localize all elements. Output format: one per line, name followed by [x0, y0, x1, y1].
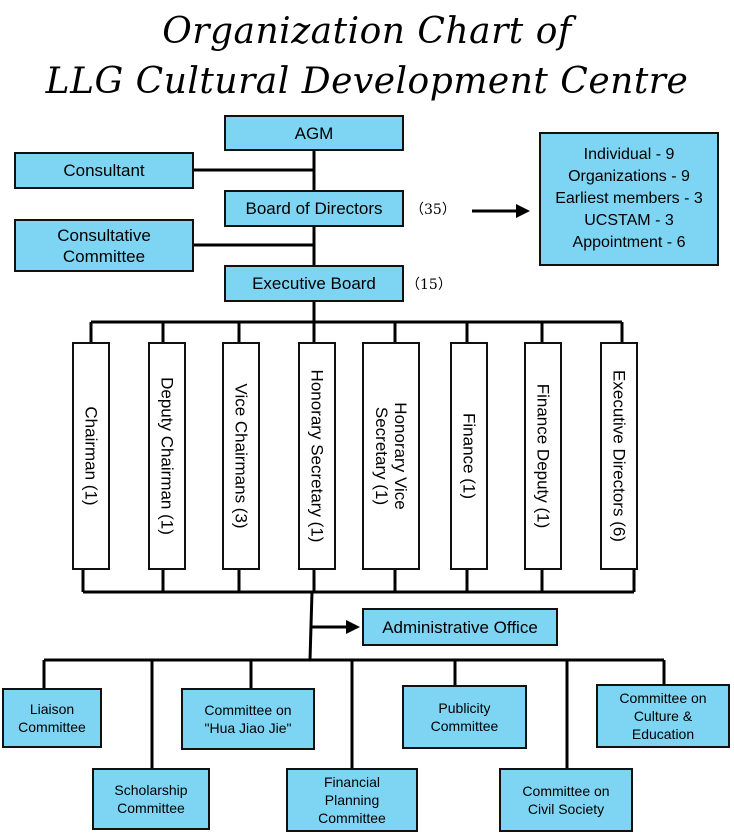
administrative-office-box: Administrative Office	[362, 608, 558, 646]
consultative-committee-box: Consultative Committee	[14, 219, 194, 272]
civil-society-committee-box: Committee on Civil Society	[499, 768, 633, 832]
officer-box-vice-chairmans: Vice Chairmans (3)	[222, 342, 260, 570]
officer-box-finance: Finance (1)	[450, 342, 488, 570]
liaison-committee-box: Liaison Committee	[2, 688, 102, 748]
financial-planning-committee-box: Financial Planning Committee	[286, 768, 418, 832]
officer-label: Executive Directors (6)	[609, 370, 629, 542]
culture-education-committee-box: Committee on Culture & Education	[596, 684, 730, 748]
agm-box: AGM	[224, 115, 404, 151]
officer-label: Honorary Vice Secretary (1)	[372, 402, 410, 510]
board-of-directors-box: Board of Directors	[224, 190, 404, 227]
officer-box-finance-deputy: Finance Deputy (1)	[524, 342, 562, 570]
officer-box-chairman: Chairman (1)	[72, 342, 110, 570]
board-count-note: （35）	[410, 202, 456, 218]
officer-label: Finance (1)	[459, 413, 479, 499]
scholarship-committee-box: Scholarship Committee	[92, 768, 210, 830]
officer-box-deputy-chairman: Deputy Chairman (1)	[148, 342, 186, 570]
board-composition-box: Individual - 9 Organizations - 9 Earlies…	[539, 132, 719, 266]
officer-label: Vice Chairmans (3)	[231, 383, 251, 529]
officer-box-honorary-vice-secretary: Honorary Vice Secretary (1)	[362, 342, 420, 570]
executive-board-box: Executive Board	[224, 265, 404, 302]
officer-label: Deputy Chairman (1)	[157, 377, 177, 535]
officer-label: Finance Deputy (1)	[533, 383, 553, 529]
executive-count-note: （15）	[406, 277, 452, 293]
hua-jiao-jie-committee-box: Committee on "Hua Jiao Jie"	[181, 688, 315, 750]
officer-label: Honorary Secretary (1)	[307, 369, 327, 543]
officer-box-honorary-secretary: Honorary Secretary (1)	[298, 342, 336, 570]
publicity-committee-box: Publicity Committee	[402, 685, 527, 749]
composition-item: Earliest members - 3	[555, 190, 703, 207]
composition-item: UCSTAM - 3	[584, 212, 674, 229]
chart-title-line-2: LLG Cultural Development Centre	[45, 61, 689, 102]
consultant-box: Consultant	[14, 152, 194, 189]
chart-title-line-1: Organization Chart of	[162, 11, 572, 52]
officer-label: Chairman (1)	[81, 406, 101, 506]
officer-box-executive-directors: Executive Directors (6)	[600, 342, 638, 570]
composition-item: Organizations - 9	[568, 168, 690, 185]
composition-item: Individual - 9	[583, 146, 675, 163]
composition-item: Appointment - 6	[572, 234, 686, 251]
